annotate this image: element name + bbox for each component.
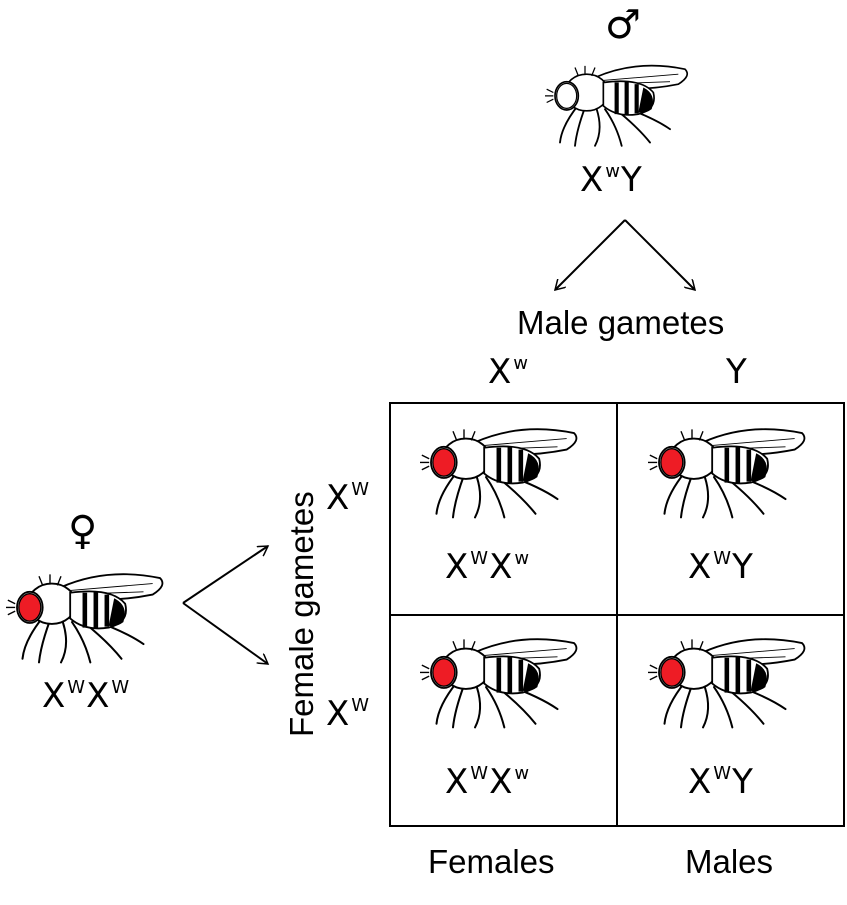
- cell-3-genotype: XWXw: [445, 762, 531, 802]
- punnett-horizontal-divider: [389, 614, 845, 616]
- cell-1-genotype: XWXw: [445, 547, 531, 587]
- male-parent-genotype: XwY: [580, 160, 643, 200]
- male-gamete-1: Xw: [488, 352, 530, 392]
- male-parent-fly: [545, 50, 695, 160]
- cell-1-fly: [420, 415, 585, 530]
- cell-4-genotype: XWY: [688, 762, 754, 802]
- female-symbol: ♀: [68, 508, 98, 554]
- male-symbol: ♂: [605, 2, 641, 48]
- male-gamete-arrows: [540, 219, 710, 300]
- female-gamete-1: XW: [326, 478, 371, 518]
- female-gametes-label: Female gametes: [283, 491, 320, 737]
- column-label-males: Males: [685, 843, 774, 880]
- female-parent-genotype: XWXW: [42, 676, 131, 716]
- male-gamete-2: Y: [726, 352, 748, 392]
- male-gametes-label: Male gametes: [517, 304, 725, 341]
- cell-4-fly: [648, 625, 813, 740]
- column-label-females: Females: [428, 843, 555, 880]
- female-gamete-2: XW: [326, 694, 371, 734]
- female-gamete-arrows: [182, 545, 275, 670]
- cell-3-fly: [420, 625, 585, 740]
- cell-2-fly: [648, 415, 813, 530]
- female-parent-fly: [6, 560, 171, 675]
- cell-2-genotype: XWY: [688, 547, 754, 587]
